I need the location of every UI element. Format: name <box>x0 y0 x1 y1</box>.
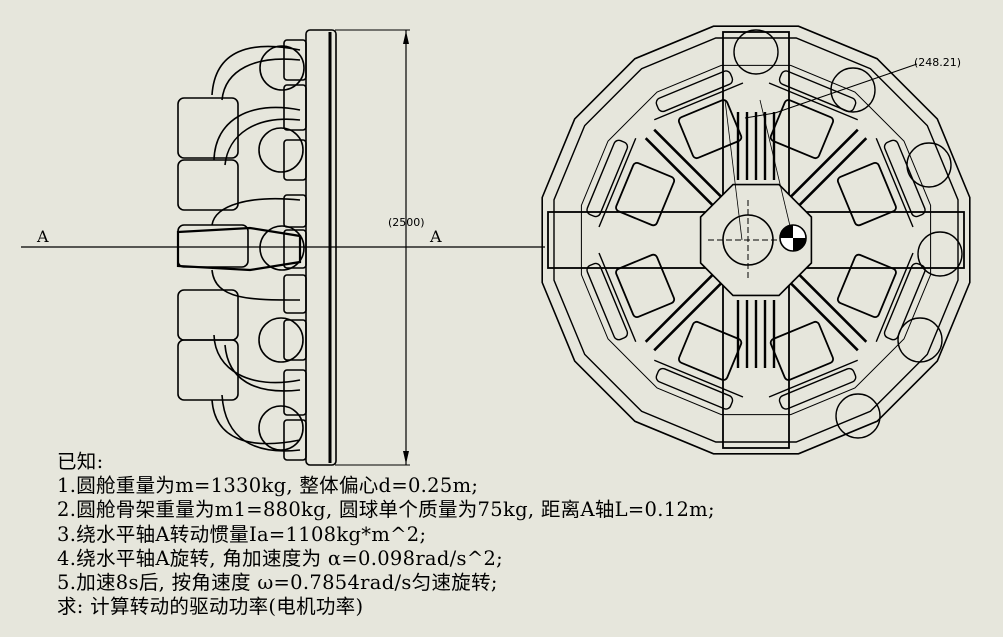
front-seat <box>677 99 743 160</box>
side-block <box>283 39 307 81</box>
dimension-radius-label: (248.21) <box>914 56 961 69</box>
front-spoke <box>644 270 718 343</box>
front-seat-bar <box>655 70 734 113</box>
height-dimension: (2500) <box>335 29 425 466</box>
dimension-height-label: (2500) <box>388 216 425 229</box>
side-tube <box>224 344 301 392</box>
front-spoke <box>794 270 868 343</box>
front-spoke <box>644 137 718 210</box>
front-sphere <box>733 29 779 75</box>
side-block <box>283 139 307 181</box>
given-item-1: 1.圆舱重量为m=1330kg, 整体偏心d=0.25m; <box>57 474 479 498</box>
front-sphere <box>906 142 952 188</box>
side-view-drawing <box>176 29 337 466</box>
side-block <box>283 194 307 228</box>
com-quadrant <box>793 238 806 251</box>
side-pod <box>177 339 239 401</box>
question: 求: 计算转动的驱动功率(电机功率) <box>57 595 364 619</box>
side-pod <box>177 159 239 211</box>
side-tube <box>211 399 301 445</box>
side-sphere <box>259 45 305 91</box>
given-item-2: 2.圆舱骨架重量为m1=880kg, 圆球单个质量为75kg, 距离A轴L=0.… <box>57 498 715 522</box>
side-block <box>283 319 307 361</box>
front-seat-bar <box>883 139 926 218</box>
side-tube <box>224 118 301 166</box>
front-seat-pod <box>654 320 744 410</box>
front-seat <box>615 253 676 319</box>
given-item-4: 4.绕水平轴A旋转, 角加速度为 α=0.098rad/s^2; <box>57 546 504 570</box>
side-sphere <box>258 127 304 173</box>
side-sphere <box>258 405 304 451</box>
front-seat <box>769 320 835 381</box>
side-sphere <box>258 317 304 363</box>
side-tube <box>211 269 301 301</box>
side-sphere <box>259 225 305 271</box>
center-of-mass-icon <box>779 224 807 252</box>
front-seat-pod <box>586 138 676 228</box>
front-seat-bar <box>586 262 629 341</box>
problem-statement: 已知: 1.圆舱重量为m=1330kg, 整体偏心d=0.25m; 2.圆舱骨架… <box>57 450 715 619</box>
front-sphere <box>897 317 943 363</box>
front-mid-ring <box>580 64 932 416</box>
side-block <box>283 419 307 461</box>
front-seat-bar <box>778 367 857 410</box>
front-seat-line <box>598 252 637 342</box>
front-seat-line <box>768 82 858 121</box>
front-seat-pod <box>836 138 926 228</box>
front-spoke <box>794 137 868 210</box>
side-tube <box>221 394 301 452</box>
front-seat <box>836 253 897 319</box>
front-sphere <box>830 67 876 113</box>
side-tube <box>221 58 301 101</box>
front-spoke <box>653 128 726 202</box>
front-seat-line <box>654 359 744 398</box>
front-seat-line <box>875 252 914 342</box>
given-item-3: 3.绕水平轴A转动惯量Ia=1108kg*m^2; <box>57 522 427 546</box>
side-pod <box>177 97 239 159</box>
given-item-5: 5.加速8s后, 按角速度 ω=0.7854rad/s匀速旋转; <box>57 571 498 595</box>
front-seat <box>677 320 743 381</box>
radius-dimension: (248.21) <box>744 56 961 119</box>
side-tube <box>211 45 301 96</box>
side-tube <box>213 334 301 384</box>
front-construction-line <box>759 99 791 227</box>
front-spoke <box>786 128 859 202</box>
front-spoke <box>653 278 726 352</box>
section-label-left: A <box>36 227 49 246</box>
front-spoke <box>786 278 859 352</box>
section-label-right: A <box>429 227 442 246</box>
side-block <box>283 274 307 314</box>
side-tube <box>213 106 301 161</box>
front-seat-pod <box>836 252 926 342</box>
front-view-drawing <box>541 25 971 455</box>
side-block <box>283 369 307 416</box>
side-tube <box>211 197 301 226</box>
front-seat-line <box>598 138 637 228</box>
side-pod <box>177 289 239 341</box>
front-seat-bar <box>778 70 857 113</box>
front-sphere <box>835 393 881 439</box>
front-construction-line <box>724 99 743 241</box>
front-seat <box>836 161 897 227</box>
front-seat <box>769 99 835 160</box>
front-seat-pod <box>586 252 676 342</box>
front-seat-line <box>875 138 914 228</box>
front-outer-ring <box>541 25 971 455</box>
com-quadrant <box>780 225 793 238</box>
front-seat-pod <box>654 70 744 160</box>
front-seat <box>615 161 676 227</box>
given-heading: 已知: <box>57 450 104 473</box>
front-seat-line <box>654 82 744 121</box>
front-inner-ring <box>553 37 959 443</box>
front-sphere <box>917 231 963 277</box>
side-center-arm <box>176 226 302 272</box>
front-seat-pod <box>768 320 858 410</box>
front-seat-bar <box>655 367 734 410</box>
front-seat-pod <box>768 70 858 160</box>
front-seat-line <box>768 359 858 398</box>
front-seat-bar <box>586 139 629 218</box>
